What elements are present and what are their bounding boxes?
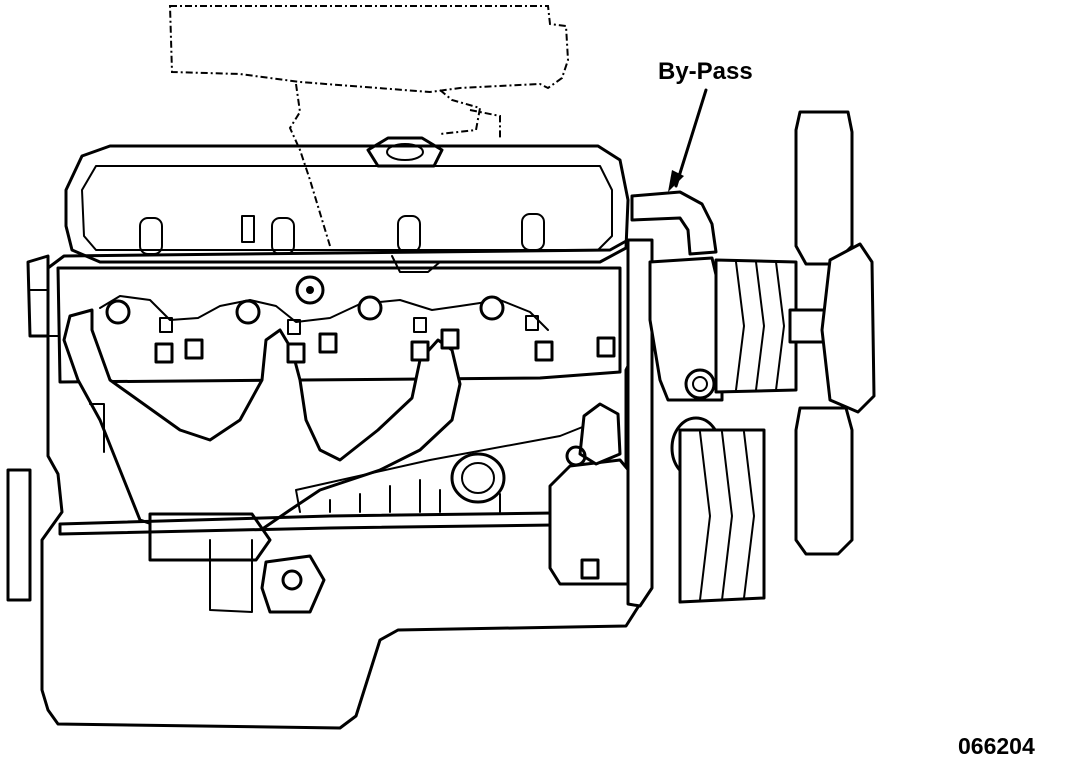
air-cleaner-phantom-outline bbox=[168, 5, 570, 247]
bypass-callout-label: By-Pass bbox=[658, 58, 753, 85]
figure-number: 066204 bbox=[958, 733, 1035, 759]
lower-pulley bbox=[678, 428, 766, 604]
valve-cover bbox=[64, 136, 630, 264]
bypass-leader-arrow bbox=[668, 88, 708, 192]
manifold-bolts bbox=[154, 328, 616, 364]
oil-filter-assembly bbox=[548, 402, 642, 586]
exhaust-manifold bbox=[62, 295, 549, 562]
bypass-hose bbox=[630, 190, 718, 256]
cylinder-head bbox=[56, 266, 622, 384]
cooling-fan bbox=[794, 110, 876, 556]
